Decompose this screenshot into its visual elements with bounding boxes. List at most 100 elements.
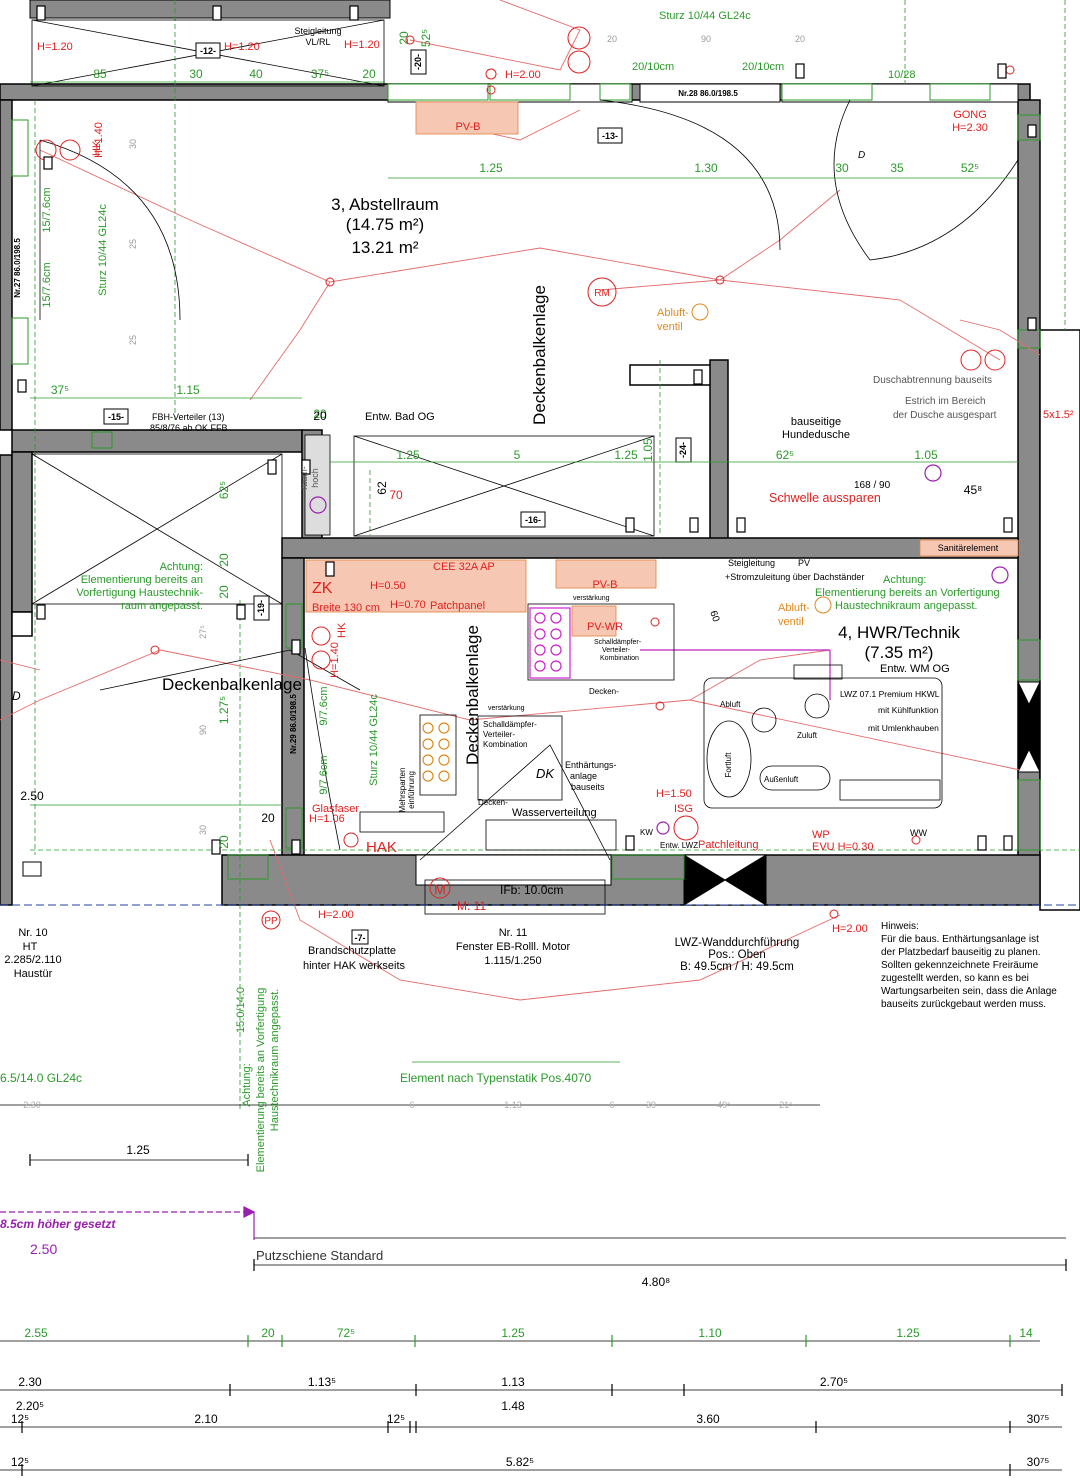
fbh-2: 85/8/76 ab OK FFB bbox=[150, 423, 228, 433]
fortluft-label: Fortluft bbox=[724, 752, 733, 778]
nr10-2: HT bbox=[23, 941, 38, 953]
duschabtrennung: Duschabtrennung bauseits bbox=[873, 375, 992, 386]
entw-lwz-2: KW bbox=[640, 828, 653, 837]
valve-grid-orange bbox=[422, 722, 450, 782]
dim-row1-4: 1.10 bbox=[698, 1326, 722, 1340]
dim-abstell-0: 1.25 bbox=[479, 161, 503, 175]
r10-28: 10/28 bbox=[888, 69, 916, 81]
dim-row4-1: 2.10 bbox=[194, 1412, 218, 1426]
sturz-left: Sturz 10/44 GL24c bbox=[97, 204, 109, 296]
nr11-2: Fenster EB-Rolll. Motor bbox=[456, 941, 571, 953]
dim-mid-1: 1.25 bbox=[396, 448, 420, 462]
room-abstellraum-area-net: 13.21 m² bbox=[351, 238, 418, 257]
dim-mid-12: 20 bbox=[217, 585, 231, 599]
nr11-3: 1.115/1.250 bbox=[484, 955, 541, 967]
purple-symbols bbox=[309, 464, 1009, 835]
abluftventil-3: Abluft- bbox=[778, 602, 810, 614]
enthaertung-1: Enthärtungs- bbox=[565, 760, 617, 770]
r5x-label: 5x1.5² bbox=[1043, 409, 1074, 421]
glasfaser-label: Glasfaser bbox=[312, 803, 359, 815]
height-label-8: H=1.40 bbox=[329, 642, 341, 678]
dim-mid-10: 62⁵ bbox=[217, 481, 231, 499]
dim-mid-2: 5 bbox=[514, 448, 521, 462]
abluftventil-4: ventil bbox=[778, 616, 804, 628]
evu-label: EVU H=0.30 bbox=[812, 841, 873, 853]
wp-label: WP bbox=[812, 829, 830, 841]
dim-hwr-3: 20 bbox=[217, 835, 231, 849]
dimension-lines-black bbox=[0, 1104, 1066, 1471]
green-hatch bbox=[11, 83, 1041, 880]
deckenbalkenlage-label-3: Deckenbalkenlage bbox=[162, 675, 302, 694]
fbh-1: FBH-Verteiler (13) bbox=[152, 412, 225, 422]
hinweis-6: bauseits zurückgebaut werden muss. bbox=[881, 999, 1046, 1010]
rm-label: RM bbox=[594, 288, 610, 299]
dimension-ticks bbox=[21, 1154, 1067, 1476]
decken-2: Decken- bbox=[478, 798, 508, 807]
estrich-1: Estrich im Bereich bbox=[905, 396, 986, 407]
deckenbalkenlage-label-2: Deckenbalkenlage bbox=[463, 625, 482, 765]
dim-row3-1: 1.48 bbox=[501, 1399, 525, 1413]
r168-90: 168 / 90 bbox=[854, 480, 891, 491]
enthaertung-2: anlage bbox=[570, 771, 597, 781]
purple-arrow bbox=[0, 1206, 256, 1240]
achtung-right-3: Haustechnikraum angepasst. bbox=[835, 600, 977, 612]
nr11-1: Nr. 11 bbox=[499, 927, 528, 939]
r9-76-a: 9/7.6cm bbox=[318, 686, 330, 725]
dim-row1-3: 1.25 bbox=[501, 1326, 525, 1340]
ifb-label: IFb: 10.0cm bbox=[500, 883, 563, 897]
room-abstellraum-name: 3, Abstellraum bbox=[331, 195, 439, 214]
dimension-lines bbox=[30, 81, 1018, 806]
dim-mid-0: 20 bbox=[313, 407, 327, 421]
entw-lwz-1: Entw. LWZ bbox=[660, 841, 698, 850]
lwz-wand-2: Pos.: Oben bbox=[708, 949, 766, 961]
steigleitung-top-2: VL/RL bbox=[305, 37, 330, 47]
dim-hwr-1: 2.50 bbox=[20, 789, 44, 803]
pv-wr-label: PV-WR bbox=[587, 621, 623, 633]
raumhoch-1: raum- bbox=[299, 466, 309, 490]
dim-faint-1: 6 bbox=[409, 1100, 414, 1110]
abluftventil-2: ventil bbox=[657, 321, 683, 333]
dim-row2-0: 2.30 bbox=[18, 1375, 42, 1389]
height-label-3: H=1.20 bbox=[344, 39, 380, 51]
achtung-right-2: Elementierung bereits an Vorfertigung bbox=[815, 587, 1000, 599]
hundedusche-1: bauseitige bbox=[791, 416, 841, 428]
pv-small: PV bbox=[798, 558, 810, 568]
hk-label-1: HK bbox=[91, 140, 103, 156]
nr28-label: Nr.28 86.0/198.5 bbox=[678, 89, 738, 98]
door-swings bbox=[39, 99, 1019, 861]
h106-label: H=1.06 bbox=[309, 813, 345, 825]
achtung-vert-2: Elementierung bereits an Vorfertigung bbox=[255, 988, 267, 1173]
deckenbalkenlage-label-1: Deckenbalkenlage bbox=[530, 285, 549, 425]
dim-mid-5: 62⁵ bbox=[776, 448, 794, 462]
lwz-wand-1: LWZ-Wanddurchführung bbox=[675, 937, 800, 949]
brandschutz-1: Brandschutzplatte bbox=[308, 945, 396, 957]
room-abstellraum-area-gross: (14.75 m²) bbox=[346, 215, 424, 234]
dim-hwr-10: 25 bbox=[128, 239, 138, 249]
patchleitung-label: Patchleitung bbox=[698, 839, 759, 851]
patchpanel-label: Patchpanel bbox=[430, 600, 485, 612]
hk-label-2: HK bbox=[336, 622, 348, 638]
h050-label: H=0.50 bbox=[370, 580, 406, 592]
lwz-1: LWZ 07.1 Premium HKWL bbox=[840, 689, 940, 699]
nr10-3: 2.285/2.110 bbox=[4, 954, 61, 966]
schalldaempfer-a3: Kombination bbox=[600, 655, 639, 662]
zk-label: ZK bbox=[312, 580, 333, 597]
dim-abstell-4: 52⁵ bbox=[961, 161, 979, 175]
dim-row5-0: 12⁵ bbox=[11, 1455, 29, 1469]
sturz-mid: Sturz 10/44 GL24c bbox=[368, 694, 380, 786]
gong-label: GONG bbox=[953, 109, 987, 121]
dim-top-0: 85 bbox=[93, 67, 107, 81]
height-label-1: H=1.20 bbox=[37, 41, 73, 53]
height-label-2: H=1.20 bbox=[224, 41, 260, 53]
hinweis-4: zugestellt werden, so kann es bei bbox=[881, 973, 1029, 984]
tag-19: -19- bbox=[256, 600, 266, 616]
dim-row4-0: 12⁵ bbox=[11, 1412, 29, 1426]
nr10-1: Nr. 10 bbox=[18, 927, 47, 939]
cee-label: CEE 32A AP bbox=[433, 561, 495, 573]
tag-15: -15- bbox=[108, 412, 124, 422]
abluftventil-1: Abluft- bbox=[657, 307, 689, 319]
dim-mid-11: 20 bbox=[217, 553, 231, 567]
dim-top-3: 37⁵ bbox=[311, 67, 329, 81]
dim-mid-9: 70 bbox=[389, 488, 403, 502]
steigleitung-pv: Steigleitung bbox=[728, 558, 775, 568]
